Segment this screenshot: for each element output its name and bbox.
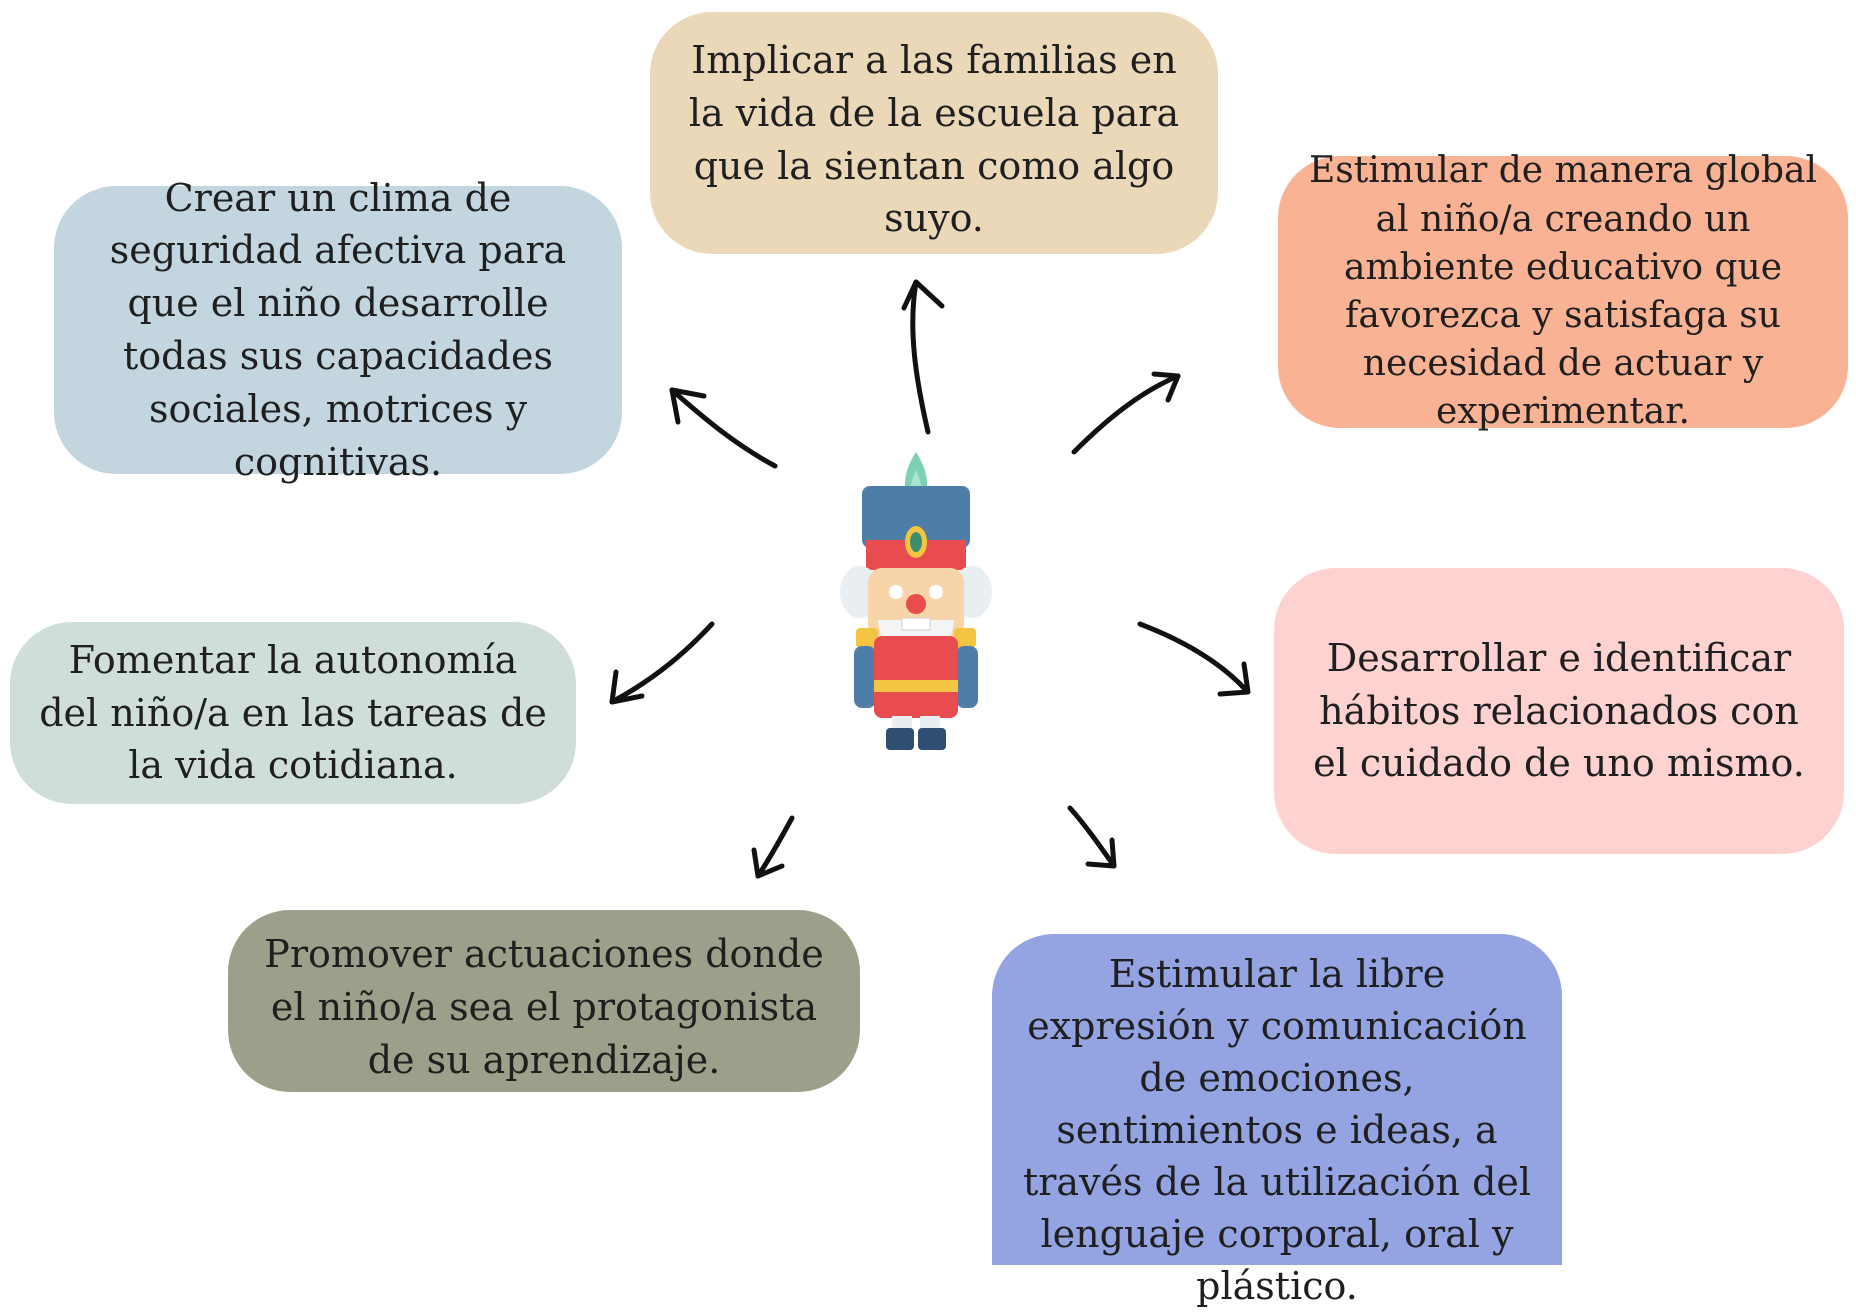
node-protagonista-text: Promover actuaciones donde el niño/a sea… bbox=[264, 932, 824, 1082]
node-autonomia-text: Fomentar la autonomía del niño/a en las … bbox=[39, 637, 547, 788]
arrow-to-habitos bbox=[1137, 621, 1251, 697]
node-global: Estimular de manera global al niño/a cre… bbox=[1278, 150, 1848, 432]
arrow-to-seguridad bbox=[669, 387, 778, 469]
nutcracker-figure bbox=[840, 452, 992, 750]
node-autonomia: Fomentar la autonomía del niño/a en las … bbox=[10, 622, 576, 804]
node-protagonista: Promover actuaciones donde el niño/a sea… bbox=[228, 910, 860, 1092]
arrow-to-autonomia bbox=[609, 621, 715, 705]
node-expresion: Estimular la libre expresión y comunicac… bbox=[992, 934, 1562, 1308]
arrow-to-protagonista bbox=[751, 815, 795, 879]
node-familias: Implicar a las familias en la vida de la… bbox=[650, 12, 1218, 254]
arrows bbox=[609, 279, 1251, 879]
arrow-to-global bbox=[1071, 371, 1181, 455]
node-seguridad-text: Crear un clima de seguridad afectiva par… bbox=[109, 175, 567, 484]
node-habitos: Desarrollar e identificar hábitos relaci… bbox=[1274, 568, 1844, 854]
arrow-to-familias bbox=[901, 279, 945, 435]
arrow-to-expresion bbox=[1067, 805, 1117, 869]
node-habitos-text: Desarrollar e identificar hábitos relaci… bbox=[1313, 635, 1805, 786]
node-familias-text: Implicar a las familias en la vida de la… bbox=[688, 38, 1180, 241]
node-global-text: Estimular de manera global al niño/a cre… bbox=[1309, 150, 1817, 433]
node-seguridad: Crear un clima de seguridad afectiva par… bbox=[54, 176, 622, 484]
diagram: Implicar a las familias en la vida de la… bbox=[10, 12, 1848, 1308]
nutcracker-icon bbox=[840, 452, 992, 750]
node-expresion-text: Estimular la libre expresión y comunicac… bbox=[1022, 952, 1532, 1309]
